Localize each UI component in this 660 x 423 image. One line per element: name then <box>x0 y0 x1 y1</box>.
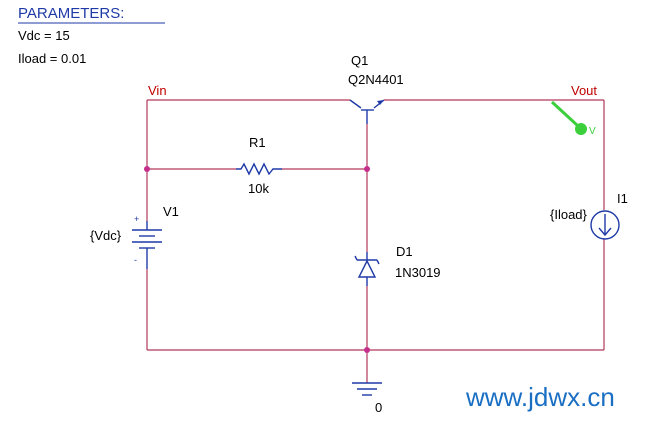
wires <box>146 99 605 383</box>
d1-triangle <box>357 259 377 278</box>
junction-dot <box>144 166 150 172</box>
voltage-source-v1[interactable]: V1 {Vdc} + - <box>90 204 179 269</box>
q1-emitter-arrow <box>377 100 384 105</box>
probe-label: V <box>589 126 596 137</box>
q1-collector <box>349 99 362 109</box>
r1-value: 10k <box>248 181 269 196</box>
i1-circle <box>590 210 620 240</box>
v1-ref: V1 <box>163 204 179 219</box>
q1-model: Q2N4401 <box>348 72 404 87</box>
junctions <box>144 166 370 353</box>
net-label-vin[interactable]: Vin <box>148 83 167 98</box>
v1-value: {Vdc} <box>90 228 122 243</box>
r1-zigzag <box>236 162 282 176</box>
current-source-i1[interactable]: I1 {Iload} <box>550 191 628 240</box>
transistor-q1[interactable]: Q1 Q2N4401 <box>348 53 404 124</box>
v1-minus: - <box>134 255 137 265</box>
parameters-header: PARAMETERS: <box>18 5 124 22</box>
i1-arrow-head <box>598 227 612 237</box>
junction-dot <box>364 347 370 353</box>
v1-plus: + <box>134 214 139 224</box>
i1-value: {Iload} <box>550 207 588 222</box>
probe-tip <box>575 123 587 135</box>
d1-bar-hook <box>376 259 380 265</box>
watermark-text: www.jdwx.cn <box>465 382 615 412</box>
param-iload[interactable]: Iload = 0.01 <box>18 51 86 66</box>
parameters-block: PARAMETERS: Vdc = 15 Iload = 0.01 <box>18 5 165 66</box>
r1-ref: R1 <box>249 135 266 150</box>
voltage-probe[interactable]: V <box>550 100 596 137</box>
resistor-r1[interactable]: R1 10k <box>236 135 282 196</box>
net-label-vout[interactable]: Vout <box>571 83 597 98</box>
ground-symbol[interactable]: 0 <box>352 382 382 415</box>
d1-ref: D1 <box>396 244 413 259</box>
param-vdc[interactable]: Vdc = 15 <box>18 28 70 43</box>
zener-diode-d1[interactable]: D1 1N3019 <box>354 244 441 286</box>
probe-shaft <box>550 100 580 128</box>
ground-net-label: 0 <box>375 400 382 415</box>
q1-ref: Q1 <box>351 53 368 68</box>
d1-model: 1N3019 <box>395 265 441 280</box>
d1-bar-hook <box>354 255 358 261</box>
junction-dot <box>364 166 370 172</box>
i1-ref: I1 <box>617 191 628 206</box>
